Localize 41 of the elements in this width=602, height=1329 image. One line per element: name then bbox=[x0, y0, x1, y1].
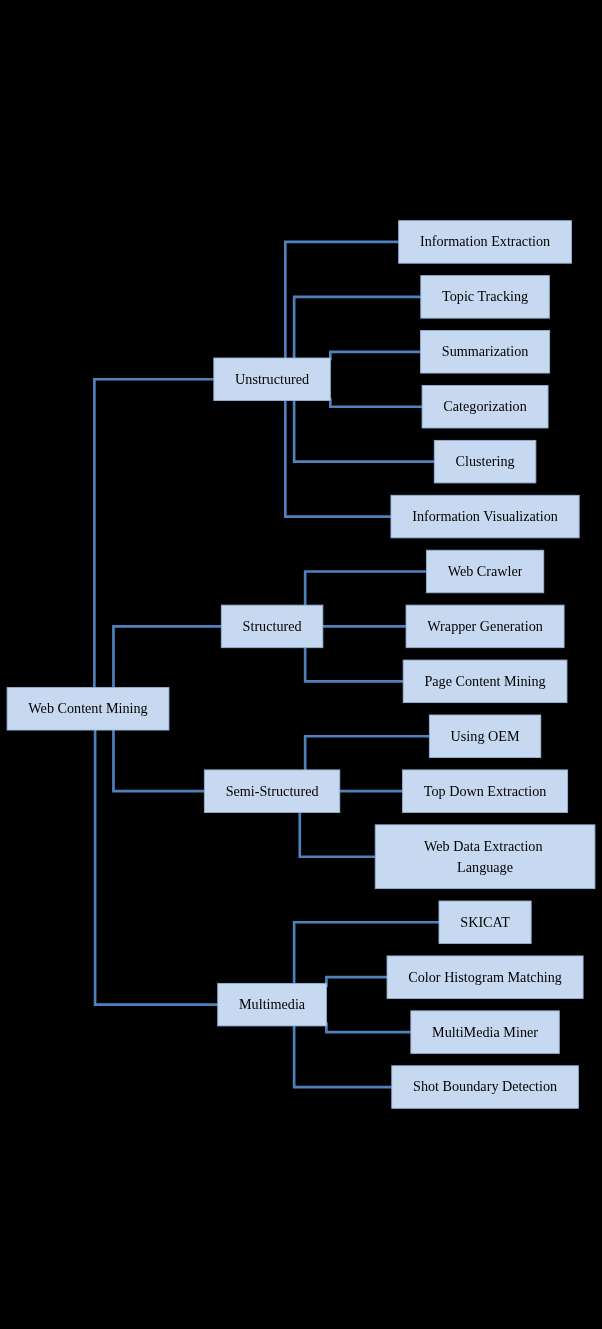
node-box: Multimedia bbox=[217, 982, 327, 1027]
node-box: Web Content Mining bbox=[6, 687, 170, 731]
connector bbox=[338, 789, 403, 793]
connector bbox=[112, 730, 205, 793]
connector bbox=[303, 647, 404, 683]
node-box: Clustering bbox=[433, 439, 537, 484]
node-box: MultiMedia Miner bbox=[410, 1010, 560, 1054]
connector bbox=[292, 400, 435, 463]
connector bbox=[325, 975, 388, 988]
connector bbox=[329, 398, 423, 409]
node-box: Shot Boundary Detection bbox=[391, 1065, 579, 1109]
connector bbox=[292, 1025, 392, 1089]
connector bbox=[93, 377, 214, 688]
node-box: Using OEM bbox=[428, 714, 542, 758]
connector bbox=[284, 400, 391, 518]
connector bbox=[325, 1022, 411, 1034]
node-box: Categorization bbox=[421, 385, 549, 429]
node-box: Top Down Extraction bbox=[402, 769, 569, 813]
connector bbox=[321, 625, 407, 628]
node-box: Summarization bbox=[420, 330, 551, 374]
connector bbox=[303, 570, 427, 606]
connector bbox=[292, 920, 439, 984]
node-box: Page Content Mining bbox=[402, 659, 568, 704]
node-box: Web Data Extraction Language bbox=[374, 824, 596, 890]
node-box: Structured bbox=[220, 604, 324, 649]
connector bbox=[292, 295, 421, 358]
node-box: Information Visualization bbox=[390, 494, 580, 539]
node-box: Topic Tracking bbox=[420, 275, 550, 319]
connector bbox=[93, 730, 218, 1006]
node-box: Color Histogram Matching bbox=[386, 955, 584, 999]
connector bbox=[112, 625, 222, 688]
node-box: Information Extraction bbox=[398, 220, 572, 264]
node-box: Web Crawler bbox=[425, 549, 545, 594]
connector bbox=[298, 812, 376, 859]
connector bbox=[284, 240, 399, 358]
node-box: SKICAT bbox=[438, 900, 532, 944]
node-box: Wrapper Generation bbox=[405, 604, 565, 649]
node-box: Unstructured bbox=[213, 357, 331, 401]
connector bbox=[329, 350, 421, 361]
connector bbox=[303, 734, 430, 770]
node-box: Semi-Structured bbox=[203, 769, 341, 813]
